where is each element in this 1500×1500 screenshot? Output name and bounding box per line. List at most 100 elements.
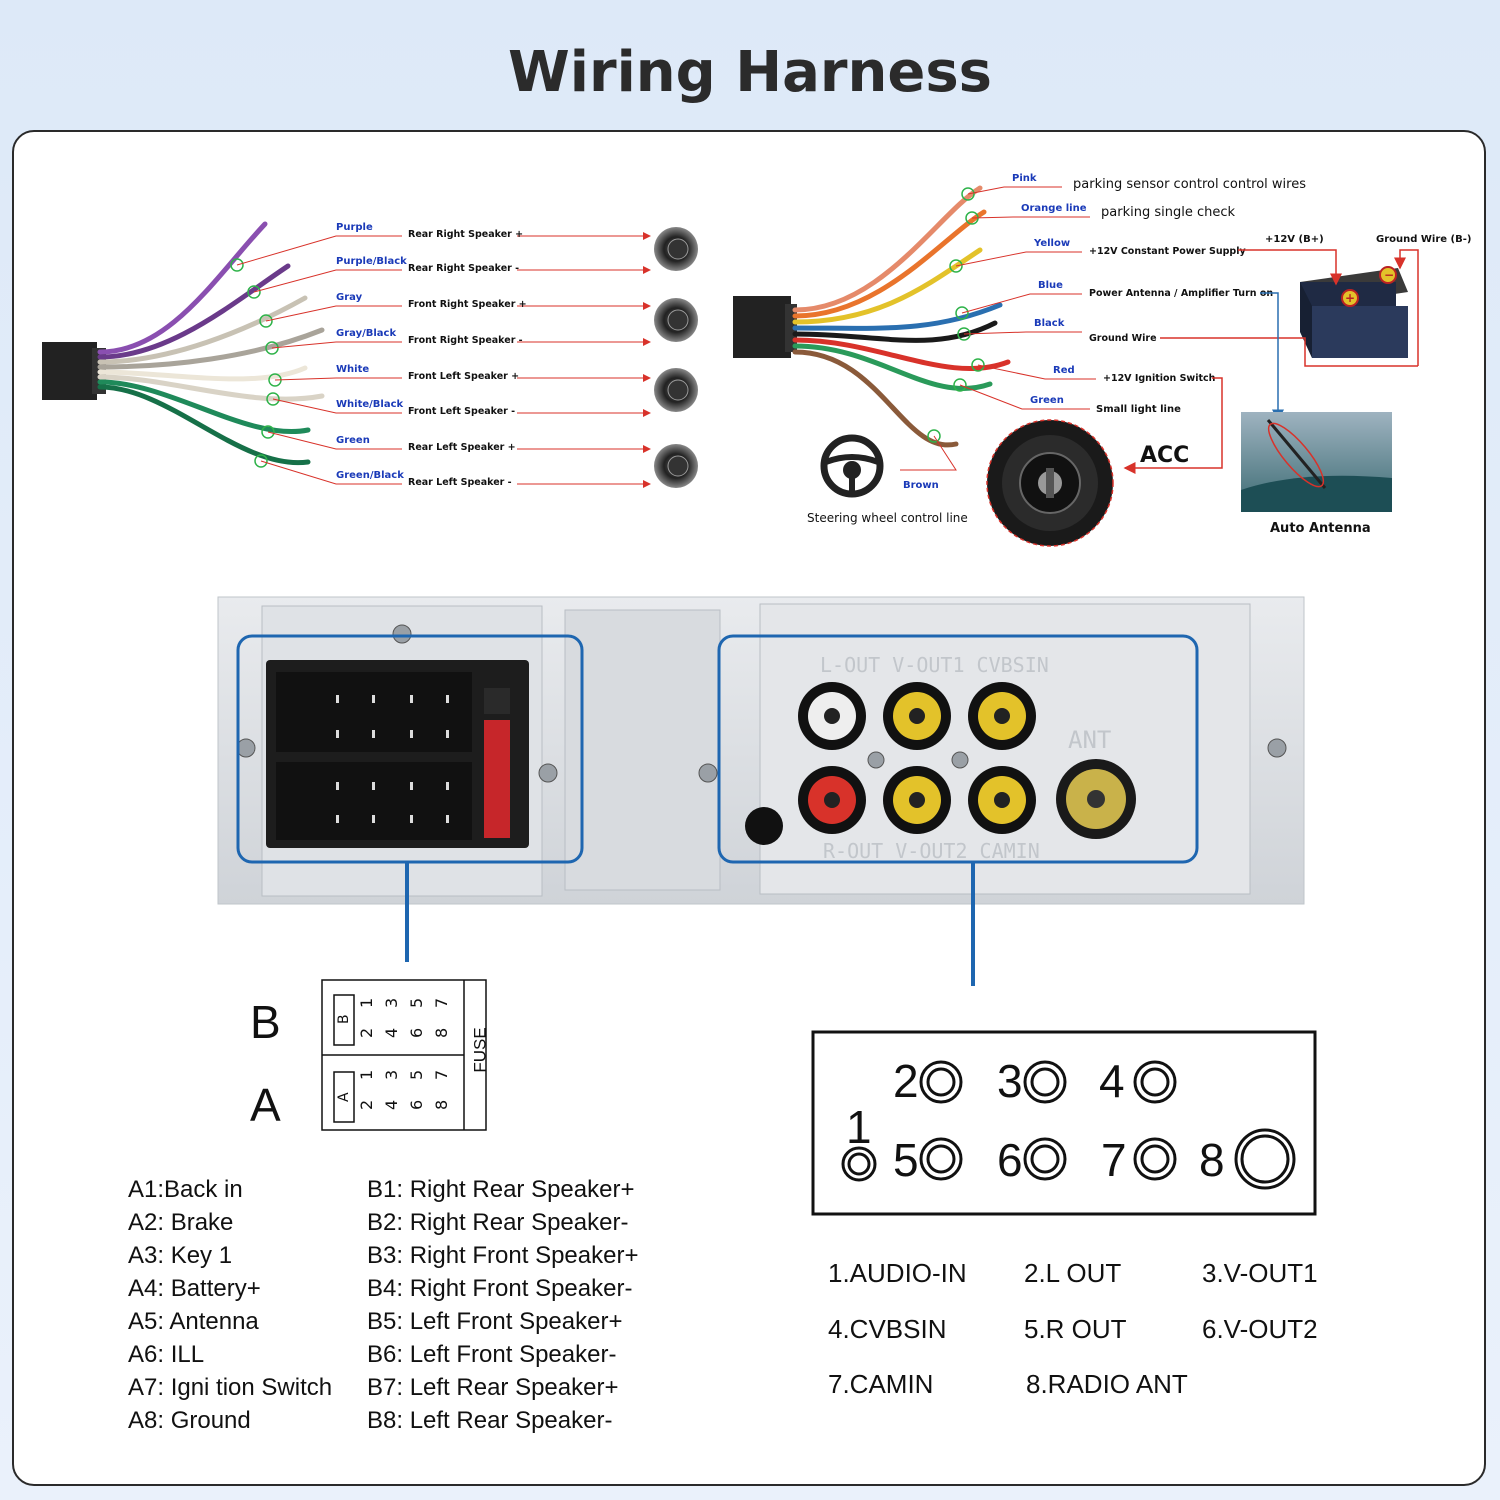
right-wire-function-label: Power Antenna / Amplifier Turn on [1089, 288, 1273, 299]
pin-b-item: B2: Right Rear Speaker- [367, 1209, 629, 1236]
iso-pin-number: 1 [357, 1070, 376, 1080]
left-wire [97, 374, 325, 402]
pin-a-item: A8: Ground [128, 1407, 251, 1434]
iso-pin-number: 2 [357, 1100, 376, 1110]
right-wire-color-label: Pink [1012, 173, 1037, 184]
right-wire-function-label: Small light line [1096, 404, 1181, 415]
pin-a-item: A3: Key 1 [128, 1242, 233, 1269]
iso-pin-number: 5 [407, 1070, 426, 1080]
jack-symbol-audio-in [841, 1146, 877, 1182]
right-wire-color-label: Orange line [1021, 203, 1087, 214]
left-wire-function-label: Rear Left Speaker + [408, 442, 516, 453]
left-wire-function-label: Front Right Speaker - [408, 335, 523, 346]
left-wire [97, 221, 268, 355]
right-wire-color-label: Green [1030, 395, 1064, 406]
left-wire-color-label: Gray [336, 292, 363, 303]
pin-a-item: A4: Battery+ [128, 1275, 261, 1302]
jack-number: 4 [1099, 1055, 1125, 1107]
iso-pin-number: 2 [357, 1028, 376, 1038]
connector-row-b: B [250, 996, 281, 1048]
iso-a-tag: A [336, 1092, 352, 1102]
audio-in-jack [745, 807, 783, 845]
battery-neg-label: Ground Wire (B-) [1376, 234, 1471, 245]
jack-number: 3 [997, 1055, 1023, 1107]
jack-diagram-box [811, 1030, 1317, 1216]
pin-b-item: B8: Left Rear Speaker- [367, 1407, 613, 1434]
battery-icon: + − [1300, 266, 1408, 358]
right-wire-color-label: Black [1034, 318, 1065, 329]
port-label: 7.CAMIN [828, 1369, 934, 1399]
iso-pin-number: 8 [432, 1028, 451, 1038]
iso-pin-number: 1 [357, 998, 376, 1008]
left-wire-function-label: Front Left Speaker - [408, 406, 515, 417]
right-wire [792, 320, 998, 343]
right-wire-color-label: Yellow [1033, 238, 1070, 249]
pin-a-item: A5: Antenna [128, 1308, 259, 1335]
iso-pin-number: 7 [432, 1070, 451, 1080]
pin-a-item: A6: ILL [128, 1341, 205, 1368]
left-wire-color-label: White [336, 364, 369, 375]
right-wire-function-label: parking sensor control control wires [1073, 177, 1306, 192]
pin-a-item: A1:Back in [128, 1176, 243, 1203]
svg-text:−: − [1384, 268, 1394, 282]
iso-connector-schematic [321, 979, 487, 1131]
pin-a-item: A2: Brake [128, 1209, 234, 1236]
battery-pos-label: +12V (B+) [1265, 234, 1324, 245]
right-wire-function-label: Ground Wire [1089, 333, 1157, 344]
pin-b-item: B7: Left Rear Speaker+ [367, 1374, 619, 1401]
pin-b-item: B6: Left Front Speaker- [367, 1341, 617, 1368]
panel-top-labels: L-OUT V-OUT1 CVBSIN [820, 653, 1049, 677]
right-wire-color-label: Blue [1038, 280, 1063, 291]
jack-symbol [1023, 1060, 1067, 1104]
left-wire-color-label: Purple [336, 222, 373, 233]
auto-antenna-label: Auto Antenna [1270, 521, 1371, 536]
left-wire-color-label: Green [336, 435, 370, 446]
pin-b-item: B1: Right Rear Speaker+ [367, 1176, 635, 1203]
iso-pin-number: 6 [407, 1028, 426, 1038]
left-wire [97, 365, 308, 382]
port-label: 8.RADIO ANT [1026, 1369, 1188, 1399]
fuse-label: FUSE [470, 1027, 490, 1073]
right-wire [792, 302, 1003, 331]
right-wire [792, 185, 983, 313]
iso-pin-number: 8 [432, 1100, 451, 1110]
right-wire-function-label: Steering wheel control line [807, 511, 968, 525]
left-wire-function-label: Rear Left Speaker - [408, 477, 512, 488]
port-label: 1.AUDIO-IN [828, 1258, 967, 1288]
iso-pin-number: 4 [382, 1028, 401, 1038]
jack-symbol [1133, 1137, 1177, 1181]
right-wire-function-label: +12V Constant Power Supply [1089, 246, 1246, 257]
jack-symbol [1023, 1137, 1067, 1181]
ignition-switch-icon [986, 419, 1114, 547]
port-label: 3.V-OUT1 [1202, 1258, 1318, 1288]
jack-number: 6 [997, 1134, 1023, 1186]
iso-pin-number: 3 [382, 1070, 401, 1080]
svg-text:+: + [1345, 291, 1355, 305]
right-wire-function-label: +12V Ignition Switch [1103, 373, 1216, 384]
pin-b-item: B5: Left Front Speaker+ [367, 1308, 623, 1335]
iso-pin-number: 7 [432, 998, 451, 1008]
left-wire-function-label: Rear Right Speaker + [408, 229, 523, 240]
left-wire-function-label: Rear Right Speaker - [408, 263, 519, 274]
pin-a-item: A7: Igni tion Switch [128, 1374, 333, 1401]
right-wire [792, 349, 959, 448]
acc-label: ACC [1140, 443, 1189, 468]
jack-symbol [919, 1137, 963, 1181]
left-wire [97, 327, 325, 370]
pin-b-item: B4: Right Front Speaker- [367, 1275, 633, 1302]
left-wire-color-label: Green/Black [336, 470, 404, 481]
jack-symbol-antenna [1234, 1128, 1296, 1190]
port-label: 4.CVBSIN [828, 1314, 947, 1344]
connector-row-a: A [250, 1079, 281, 1131]
iso-pin-number: 5 [407, 998, 426, 1008]
left-wire [97, 295, 308, 365]
jack-symbol [1133, 1060, 1177, 1104]
jack-number: 5 [893, 1134, 919, 1186]
jack-symbol [919, 1060, 963, 1104]
port-label: 2.L OUT [1024, 1258, 1122, 1288]
right-wire-function-label: parking single check [1101, 205, 1235, 220]
right-wire [792, 337, 1011, 372]
right-wire-harness: Pink parking sensor control control wires… [733, 173, 1471, 547]
radio-back-panel: L-OUT V-OUT1 CVBSIN R-OUT V-OUT2 CAMIN A… [217, 596, 1305, 986]
